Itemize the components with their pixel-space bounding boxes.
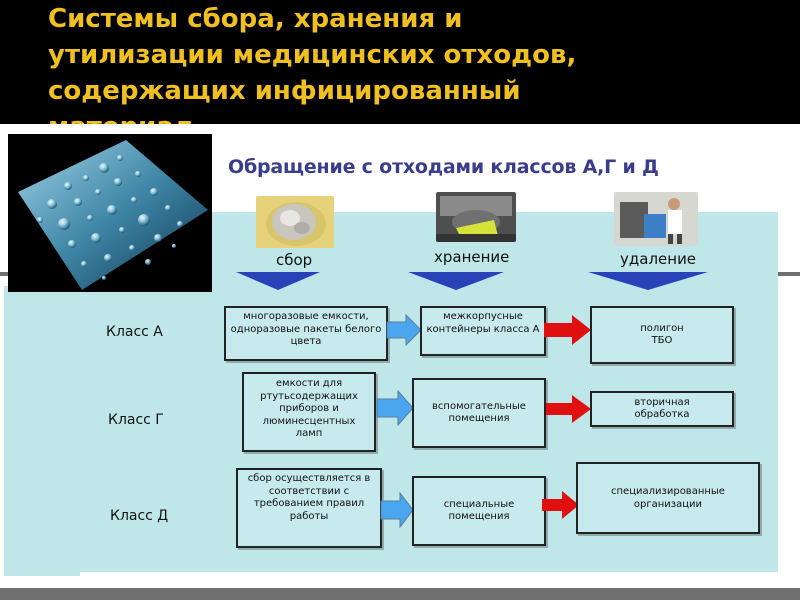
stage-label-disposal: удаление — [620, 250, 697, 268]
collection-photo — [256, 196, 334, 248]
disposal-box-class-a: полигон ТБО — [590, 306, 734, 364]
water-droplets-image — [8, 134, 212, 292]
red-arrow-class-g — [546, 395, 591, 423]
stage-label-storage: хранение — [434, 248, 510, 266]
title-line-3: содержащих инфицированный — [48, 76, 521, 106]
down-arrow-disposal — [588, 272, 708, 290]
down-arrow-collection — [236, 272, 320, 290]
panel-bottom-band — [0, 588, 800, 600]
disposal-photo — [614, 192, 698, 246]
title-line-1: Системы сбора, хранения и — [48, 4, 463, 34]
storage-box-class-g: вспомогательные помещения — [412, 378, 546, 448]
stage-label-collection: сбор — [276, 251, 313, 269]
storage-photo — [436, 192, 516, 242]
disposal-box-class-g: вторичная обработка — [590, 391, 734, 427]
collection-box-class-g: емкости для ртутьсодержащих приборов и л… — [242, 372, 376, 452]
red-arrow-class-a — [544, 315, 591, 345]
diagram-background-left — [4, 286, 80, 576]
class-label-d: Класс Д — [110, 508, 169, 524]
storage-box-class-a: межкорпусные контейнеры класса А — [420, 306, 546, 356]
storage-box-class-d: специальные помещения — [412, 476, 546, 546]
blue-arrow-class-a — [386, 314, 422, 346]
red-arrow-class-d — [542, 491, 579, 519]
collection-box-class-a: многоразовые емкости, одноразовые пакеты… — [224, 306, 388, 361]
diagram-heading: Обращение с отходами классов А,Г и Д — [228, 156, 659, 178]
blue-arrow-class-g — [376, 390, 414, 426]
disposal-box-class-d: специализированные организации — [576, 462, 760, 534]
class-label-g: Класс Г — [108, 412, 164, 428]
down-arrow-storage — [408, 272, 504, 290]
class-label-a: Класс А — [106, 324, 163, 340]
slide-title: Системы сбора, хранения и утилизации мед… — [48, 0, 748, 128]
title-line-2: утилизации медицинских отходов, — [48, 40, 577, 70]
blue-arrow-class-d — [380, 492, 414, 528]
collection-box-class-d: сбор осуществляется в соответствии с тре… — [236, 468, 382, 548]
